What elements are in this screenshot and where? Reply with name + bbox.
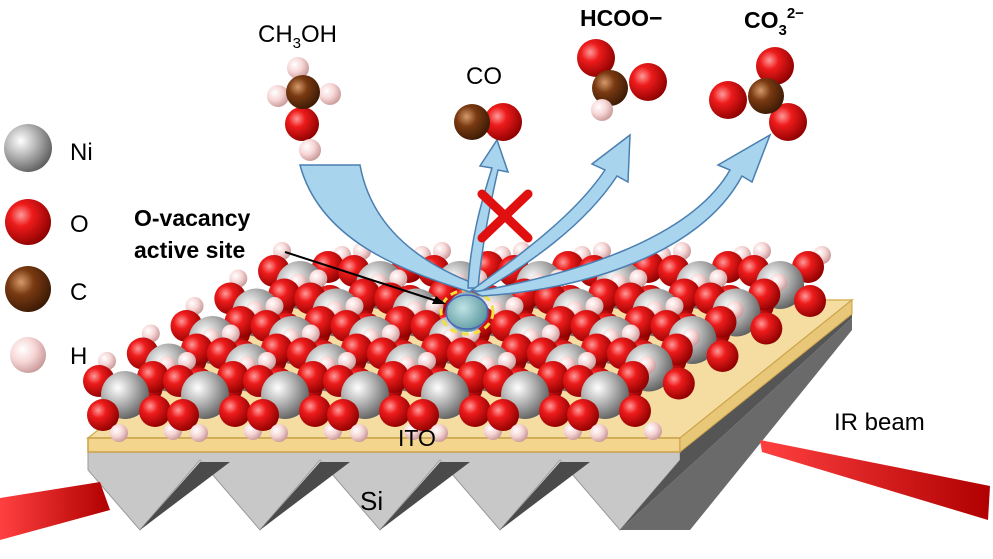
co-label: CO <box>466 63 502 90</box>
oxygen-atom <box>567 399 599 431</box>
legend-o-label: O <box>70 211 89 238</box>
formate-label: HCOO− <box>580 5 662 31</box>
oxygen-atom <box>87 399 119 431</box>
oxygen-atom <box>219 395 251 427</box>
oxygen-atom <box>619 395 651 427</box>
vacancy-ring-inner <box>445 294 489 330</box>
oxygen-atom <box>167 399 199 431</box>
hydrogen-atom <box>430 424 448 442</box>
reaction-arrows <box>299 133 772 297</box>
oxygen-atom <box>794 285 826 317</box>
ito-side-edge <box>679 298 853 454</box>
legend-h-label: H <box>70 343 87 370</box>
oxygen-atom <box>327 399 359 431</box>
active-site-pointer <box>284 251 446 304</box>
legend-ni-atom <box>4 124 52 172</box>
blocked-cross-icon <box>477 189 533 243</box>
hydrogen-atom <box>510 424 528 442</box>
hydrogen-atom <box>350 424 368 442</box>
ir-beam-label: IR beam <box>834 409 925 436</box>
carbonate-label: CO32− <box>744 5 804 39</box>
oxygen-atom <box>407 399 439 431</box>
active-site-label-line2: active site <box>134 237 245 263</box>
hydrogen-atom <box>644 422 662 440</box>
si-label: Si <box>360 486 383 516</box>
oxygen-atom <box>299 395 331 427</box>
si-side-shadow <box>620 318 852 530</box>
ir-beam-left <box>0 482 110 540</box>
atom-legend: Ni O C H <box>4 124 93 373</box>
legend-o-atom <box>5 199 51 245</box>
legend-h-atom <box>10 337 46 373</box>
active-site-label-line1: O-vacancy <box>134 205 251 231</box>
si-groove <box>140 462 230 530</box>
hydrogen-atom <box>190 424 208 442</box>
arrow-to-formate <box>470 133 631 293</box>
oxygen-atom <box>662 367 695 400</box>
legend-c-label: C <box>70 279 87 306</box>
oxygen-atom <box>750 312 783 345</box>
legend-c-atom <box>5 266 51 312</box>
hydrogen-atom <box>110 424 128 442</box>
vacancy-atom <box>447 292 487 332</box>
si-groove <box>500 462 590 530</box>
si-front-face <box>87 451 681 531</box>
oxygen-atom <box>459 395 491 427</box>
si-groove <box>380 462 470 530</box>
hydrogen-atom <box>590 424 608 442</box>
methanol-label: CH3OH <box>258 21 337 52</box>
oxygen-atom <box>487 399 519 431</box>
ito-label: ITO <box>398 425 436 451</box>
hydrogen-atom <box>270 424 288 442</box>
arrow-to-carbonate <box>471 133 772 297</box>
oxygen-atom <box>706 340 739 372</box>
si-groove <box>260 462 350 530</box>
legend-ni-label: Ni <box>70 139 93 166</box>
oxygen-atom <box>379 395 411 427</box>
methanol-molecule <box>267 57 341 161</box>
ir-beam-right <box>760 440 990 520</box>
carbonate-molecule <box>709 47 807 141</box>
formate-molecule <box>577 39 667 121</box>
ito-front-edge <box>87 437 681 453</box>
co-molecule <box>454 103 522 141</box>
oxygen-atom <box>539 395 571 427</box>
incoming-arrow <box>299 164 480 293</box>
oxygen-atom <box>247 399 279 431</box>
oxygen-atom <box>139 395 171 427</box>
